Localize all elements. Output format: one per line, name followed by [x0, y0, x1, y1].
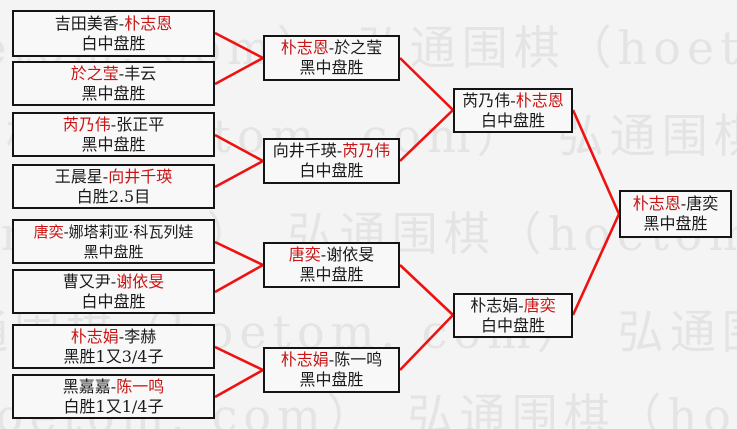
matchup: 唐奕-谢依旻 [265, 245, 398, 265]
player2-name: 唐奕 [523, 295, 556, 315]
player1-name: 王晨星 [54, 166, 103, 186]
matchup: 朴志娟-唐奕 [455, 296, 571, 316]
matchup: 芮乃伟-张正平 [14, 115, 213, 135]
match-result: 白中盘胜 [81, 291, 146, 311]
matchup: 朴志恩-唐奕 [621, 194, 730, 214]
player2-name: 芮乃伟 [342, 141, 391, 160]
match-box-r2m4: 朴志娟-陈一鸣 黑中盘胜 [263, 347, 400, 393]
vs-dash: - [518, 295, 524, 315]
player1-name: 朴志娟 [280, 350, 329, 369]
player1-name: 朴志娟 [70, 326, 119, 346]
match-result: 黑中盘胜 [299, 370, 364, 389]
match-result: 黑中盘胜 [299, 58, 364, 77]
match-box-final: 朴志恩-唐奕 黑中盘胜 [619, 190, 732, 238]
player2-name: 李赫 [124, 326, 157, 346]
player1-name: 吉田美香 [54, 13, 119, 33]
match-box-r1m1: 吉田美香-朴志恩 白中盘胜 [12, 10, 215, 57]
vs-dash: - [510, 90, 516, 110]
vs-dash: - [336, 141, 343, 160]
match-result: 白中盘胜 [480, 110, 545, 130]
matchup: 朴志娟-陈一鸣 [265, 350, 398, 370]
match-result: 黑中盘胜 [81, 134, 146, 154]
matchup: 唐奕-娜塔莉亚·科瓦列娃 [14, 222, 213, 242]
match-box-sf1: 芮乃伟-朴志恩 白中盘胜 [453, 88, 573, 133]
match-result: 白中盘胜 [480, 315, 545, 335]
player1-name: 朴志恩 [632, 194, 681, 213]
player1-name: 唐奕 [33, 222, 64, 241]
matchup: 王晨星-向井千瑛 [14, 167, 213, 187]
player1-name: 曹又尹 [62, 271, 111, 291]
vs-dash: - [102, 166, 109, 186]
match-box-r1m3: 芮乃伟-张正平 黑中盘胜 [12, 112, 215, 157]
match-box-r1m6: 曹又尹-谢依旻 白中盘胜 [12, 269, 215, 314]
match-box-r1m8: 黑嘉嘉-陈一鸣 白胜1又1/4子 [12, 374, 215, 419]
player1-name: 芮乃伟 [62, 114, 111, 134]
player1-name: 朴志娟 [470, 295, 519, 315]
player2-name: 唐奕 [686, 194, 719, 213]
match-box-r2m3: 唐奕-谢依旻 黑中盘胜 [263, 242, 400, 288]
vs-dash: - [680, 194, 687, 213]
vs-dash: - [118, 13, 125, 33]
matchup: 朴志恩-於之莹 [265, 38, 398, 58]
match-box-r1m7: 朴志娟-李赫 黑胜1又3/4子 [12, 324, 215, 369]
match-box-r2m2: 向井千瑛-芮乃伟 白中盘胜 [263, 138, 400, 184]
match-result: 白胜1又1/4子 [63, 396, 164, 416]
player1-name: 於之莹 [70, 63, 119, 83]
vs-dash: - [110, 376, 117, 396]
player2-name: 张正平 [116, 114, 165, 134]
player2-name: 向井千瑛 [108, 166, 173, 186]
player1-name: 朴志恩 [280, 38, 329, 57]
player2-name: 朴志恩 [515, 90, 564, 110]
match-result: 黑中盘胜 [83, 242, 144, 261]
player2-name: 於之莹 [334, 38, 383, 57]
match-result: 黑胜1又3/4子 [63, 346, 164, 366]
matchup: 向井千瑛-芮乃伟 [265, 141, 398, 161]
matchup: 曹又尹-谢依旻 [14, 272, 213, 292]
match-box-r1m4: 王晨星-向井千瑛 白胜2.5目 [12, 164, 215, 209]
match-box-r2m1: 朴志恩-於之莹 黑中盘胜 [263, 35, 400, 81]
vs-dash: - [118, 63, 125, 83]
match-result: 黑中盘胜 [299, 265, 364, 284]
vs-dash: - [110, 114, 117, 134]
match-result: 白中盘胜 [299, 161, 364, 180]
match-result: 黑中盘胜 [643, 214, 708, 233]
player2-name: 谢依旻 [116, 271, 165, 291]
matchup: 吉田美香-朴志恩 [14, 14, 213, 34]
matchup: 黑嘉嘉-陈一鸣 [14, 377, 213, 397]
player1-name: 黑嘉嘉 [62, 376, 111, 396]
vs-dash: - [63, 222, 69, 241]
vs-dash: - [328, 38, 335, 57]
player2-name: 谢依旻 [326, 245, 375, 264]
player2-name: 朴志恩 [124, 13, 173, 33]
player1-name: 芮乃伟 [462, 90, 511, 110]
vs-dash: - [320, 245, 327, 264]
match-result: 黑中盘胜 [81, 83, 146, 103]
vs-dash: - [328, 350, 335, 369]
player2-name: 娜塔莉亚·科瓦列娃 [68, 222, 194, 241]
matchup: 朴志娟-李赫 [14, 327, 213, 347]
player2-name: 丰云 [124, 63, 157, 83]
match-box-sf2: 朴志娟-唐奕 白中盘胜 [453, 293, 573, 338]
player2-name: 陈一鸣 [334, 350, 383, 369]
match-result: 白胜2.5目 [76, 186, 151, 206]
player1-name: 唐奕 [288, 245, 321, 264]
match-box-r1m5: 唐奕-娜塔莉亚·科瓦列娃 黑中盘胜 [12, 219, 215, 264]
matchup: 芮乃伟-朴志恩 [455, 91, 571, 111]
match-result: 白中盘胜 [81, 33, 146, 53]
player2-name: 陈一鸣 [116, 376, 165, 396]
match-box-r1m2: 於之莹-丰云 黑中盘胜 [12, 61, 215, 106]
player1-name: 向井千瑛 [272, 141, 337, 160]
vs-dash: - [110, 271, 117, 291]
matchup: 於之莹-丰云 [14, 64, 213, 84]
vs-dash: - [118, 326, 125, 346]
